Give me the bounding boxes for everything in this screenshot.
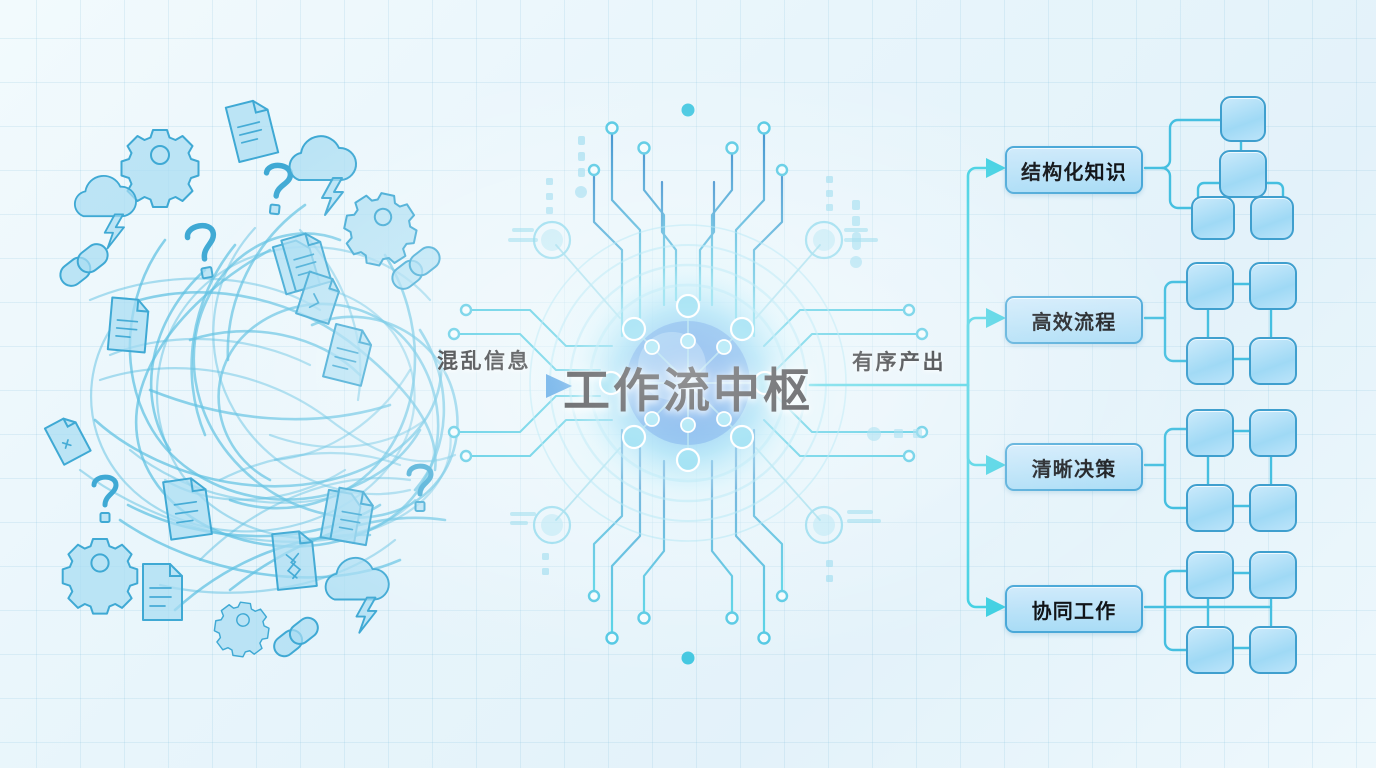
cluster-node-plain[interactable] (1219, 150, 1267, 198)
input-flow-label: 混乱信息 (437, 350, 531, 373)
output-label: 结构化知识 (1021, 161, 1127, 184)
cluster-node-document[interactable] (1191, 196, 1235, 240)
cluster-node-gear[interactable] (1220, 96, 1266, 142)
cluster-node-plain[interactable] (1186, 262, 1234, 310)
cluster-node-plain[interactable] (1249, 262, 1297, 310)
output-box-collaborative-work[interactable]: 协同工作 (1005, 585, 1143, 633)
flow-arrowhead (986, 597, 1006, 617)
cluster-node-plain[interactable] (1186, 551, 1234, 599)
output-box-clear-decision[interactable]: 清晰决策 (1005, 443, 1143, 491)
flow-arrowhead (986, 158, 1006, 178)
output-flow-label: 有序产出 (852, 351, 946, 374)
cluster-node-plain[interactable] (1249, 551, 1297, 599)
output-label: 协同工作 (1031, 600, 1117, 623)
cluster-node-plain[interactable] (1186, 626, 1234, 674)
output-box-structured-knowledge[interactable]: 结构化知识 (1005, 146, 1143, 194)
output-box-efficient-process[interactable]: 高效流程 (1005, 296, 1143, 344)
output-label: 高效流程 (1031, 311, 1117, 334)
flow-arrowhead (986, 455, 1006, 475)
cluster-node-plain[interactable] (1186, 484, 1234, 532)
cluster-node-plain[interactable] (1249, 626, 1297, 674)
hub-title: 工作流中枢 (563, 364, 813, 417)
flow-arrowhead (986, 308, 1006, 328)
cluster-node-document-sync[interactable] (1250, 196, 1294, 240)
cluster-node-plain[interactable] (1249, 484, 1297, 532)
output-label: 清晰决策 (1031, 458, 1117, 481)
